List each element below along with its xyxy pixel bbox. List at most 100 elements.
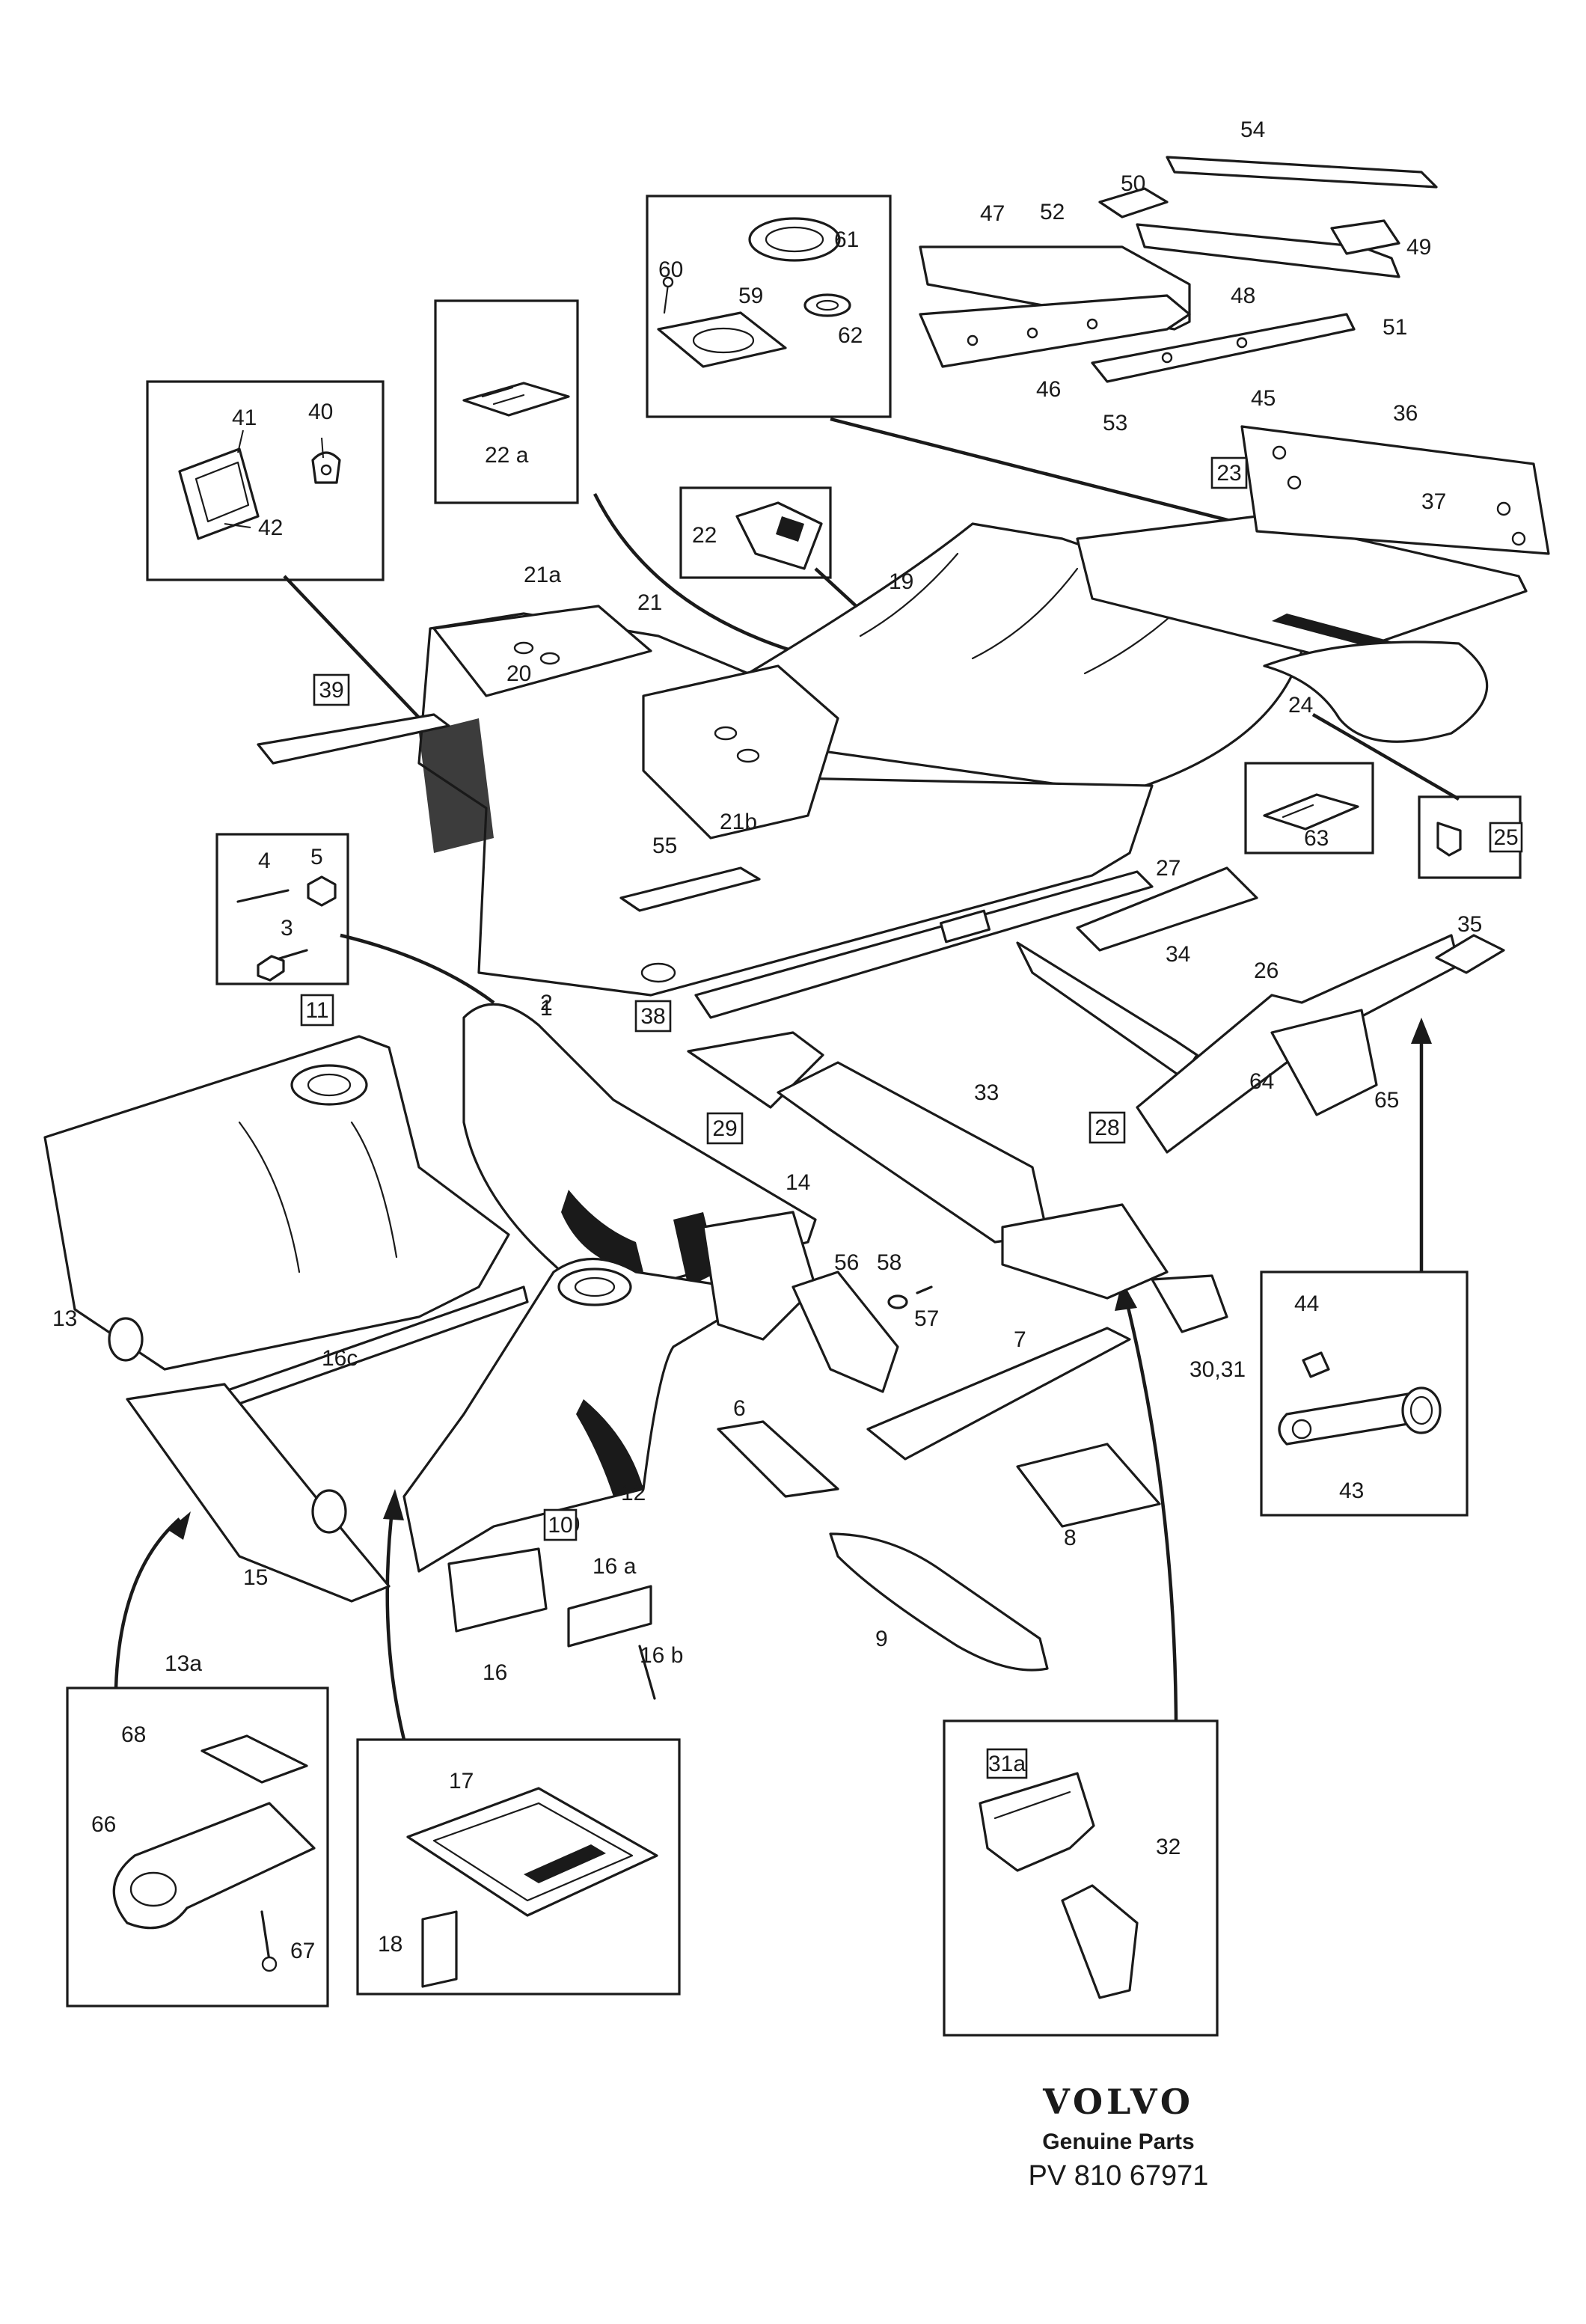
front-rail-10-12-15-16c [126, 1257, 750, 1603]
label-22: 22 [692, 523, 717, 548]
inset-box-3-5 [215, 833, 349, 985]
label-16c: 16c [322, 1346, 358, 1371]
rear-floor-23-24 [1076, 425, 1550, 743]
label-52: 52 [1040, 200, 1065, 224]
label-61: 61 [834, 227, 859, 252]
label-26: 26 [1254, 958, 1279, 983]
footer-subtitle: Genuine Parts [1042, 2129, 1194, 2154]
label-44: 44 [1294, 1291, 1319, 1316]
label-62: 62 [838, 323, 863, 348]
tag-31a: 31a [988, 1752, 1026, 1776]
label-67: 67 [290, 1939, 315, 1963]
label-9: 9 [875, 1627, 888, 1651]
label-21: 21 [637, 590, 662, 615]
label-32: 32 [1156, 1835, 1181, 1859]
footer: VOLVO Genuine Parts PV 810 67971 [1029, 2082, 1209, 2192]
label-16b: 16 b [640, 1643, 683, 1668]
inset-box-25 [1418, 795, 1522, 879]
label-63: 63 [1304, 826, 1329, 851]
label-15: 15 [243, 1565, 268, 1590]
label-13a: 13a [165, 1651, 202, 1676]
rear-parts-45-54 [919, 156, 1438, 383]
crossmember-26-27-34 [1016, 866, 1505, 1154]
inset-box-66-68 [66, 1687, 329, 2007]
brand-logo: VOLVO [1042, 2082, 1194, 2122]
label-40: 40 [308, 400, 333, 424]
label-42: 42 [258, 516, 283, 540]
label-16a: 16 a [593, 1554, 637, 1579]
wheelhouse-11-13 [43, 1035, 510, 1371]
label-27: 27 [1156, 856, 1181, 881]
front-floor-20-21 [417, 605, 1154, 997]
tag-10: 10 [548, 1513, 572, 1538]
label-59: 59 [738, 284, 763, 308]
inset-box-22a [434, 299, 579, 504]
label-8: 8 [1064, 1526, 1077, 1550]
tag-38: 38 [640, 1004, 665, 1029]
label-57: 57 [914, 1306, 939, 1331]
label-55: 55 [652, 834, 677, 858]
label-14: 14 [786, 1170, 810, 1195]
label-60: 60 [658, 257, 683, 282]
label-53: 53 [1103, 411, 1127, 435]
small-parts-6-14-56-57-58 [702, 1211, 933, 1498]
label-22a: 22 a [485, 443, 529, 468]
label-3: 3 [281, 916, 293, 941]
member-28-29-33 [687, 1031, 1169, 1300]
label-48: 48 [1231, 284, 1255, 308]
label-41: 41 [232, 406, 257, 430]
tag-28: 28 [1094, 1116, 1119, 1140]
tag-11: 11 [305, 998, 328, 1023]
label-47: 47 [980, 201, 1005, 226]
boxed-labels: 11 10 39 38 29 28 23 25 31a [300, 456, 1523, 1779]
label-45: 45 [1251, 386, 1276, 411]
label-68: 68 [121, 1722, 146, 1747]
label-56: 56 [834, 1250, 859, 1275]
side-sill-38-39 [257, 713, 1154, 1019]
label-21b: 21b [720, 810, 757, 834]
label-33: 33 [974, 1080, 999, 1105]
label-21a: 21a [524, 563, 561, 587]
label-6: 6 [733, 1396, 746, 1421]
label-24: 24 [1288, 693, 1313, 718]
label-20: 20 [506, 661, 531, 686]
label-54: 54 [1240, 117, 1265, 142]
inset-box-63 [1244, 762, 1374, 854]
label-37: 37 [1421, 489, 1446, 514]
label-4: 4 [258, 848, 271, 873]
label-19: 19 [889, 569, 913, 594]
label-17: 17 [449, 1769, 474, 1794]
footer-code: PV 810 67971 [1029, 2160, 1209, 2192]
label-34: 34 [1166, 942, 1190, 967]
label-58: 58 [877, 1250, 901, 1275]
label-43: 43 [1339, 1479, 1364, 1503]
label-13: 13 [52, 1306, 77, 1331]
label-2: 2 [540, 991, 553, 1015]
front-structure-1-2 [462, 1003, 817, 1290]
label-65: 65 [1374, 1088, 1399, 1113]
inset-box-17-18 [356, 1738, 681, 1996]
label-66: 66 [91, 1812, 116, 1837]
label-3031: 30,31 [1190, 1357, 1246, 1382]
tag-29: 29 [712, 1116, 737, 1141]
small-parts-7-8-9-16-30 [447, 1274, 1228, 1700]
inset-box-22 [679, 486, 832, 579]
tag-25: 25 [1493, 825, 1518, 850]
inset-box-31a-32 [943, 1719, 1219, 2037]
label-49: 49 [1406, 235, 1431, 260]
label-7: 7 [1014, 1327, 1026, 1352]
label-5: 5 [310, 845, 323, 869]
tag-39: 39 [319, 678, 343, 703]
inset-box-41-42 [146, 380, 385, 581]
label-12: 12 [621, 1481, 646, 1505]
label-16: 16 [483, 1660, 507, 1685]
tag-23: 23 [1216, 461, 1241, 486]
label-1: 1 [540, 996, 553, 1021]
label-50: 50 [1121, 171, 1145, 196]
label-64: 64 [1249, 1069, 1274, 1094]
label-46: 46 [1036, 377, 1061, 402]
label-51: 51 [1383, 315, 1407, 340]
label-18: 18 [378, 1932, 402, 1957]
label-36: 36 [1393, 401, 1418, 426]
